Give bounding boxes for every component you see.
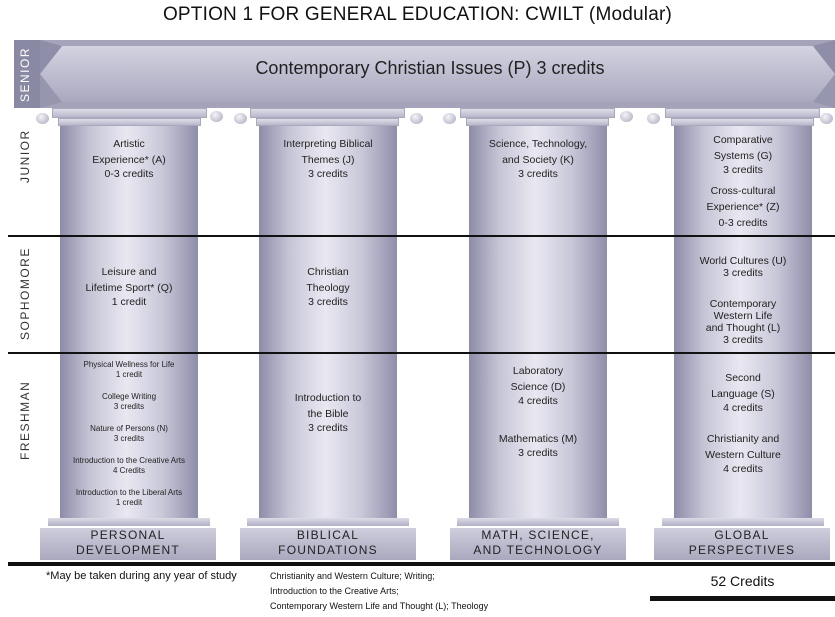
base-plinth bbox=[247, 518, 409, 526]
year-label-junior: JUNIOR bbox=[18, 129, 32, 183]
year-label-freshman: FRESHMAN bbox=[18, 380, 32, 460]
entablature bbox=[40, 40, 835, 108]
column-shaft-personal bbox=[60, 126, 198, 518]
capital-3 bbox=[460, 108, 615, 118]
base-personal-development: PERSONAL DEVELOPMENT bbox=[40, 528, 216, 560]
course-comparative-systems: Comparative Systems (G) 3 credits bbox=[713, 134, 773, 176]
total-credits-underline bbox=[650, 596, 835, 601]
course-leisure-lifetime-sport: Leisure and Lifetime Sport* (Q) 1 credit bbox=[85, 266, 173, 308]
freshman-personal-courses: Physical Wellness for Life 1 credit Coll… bbox=[72, 360, 186, 507]
footnote: *May be taken during any year of study bbox=[46, 570, 237, 582]
year-divider bbox=[8, 235, 835, 237]
column-shaft-global bbox=[674, 126, 812, 518]
bead-decoration bbox=[36, 113, 49, 124]
bead-decoration bbox=[620, 111, 633, 122]
course-contemporary-western-life: Contemporary Western Life and Thought (L… bbox=[705, 298, 781, 346]
senior-label-box bbox=[14, 40, 40, 108]
base-math-science-technology: MATH, SCIENCE, AND TECHNOLOGY bbox=[450, 528, 626, 560]
course-interpreting-biblical-themes: Interpreting Biblical Themes (J) 3 credi… bbox=[283, 138, 373, 180]
capital-1 bbox=[52, 108, 207, 118]
base-plinth bbox=[662, 518, 824, 526]
course-cross-cultural-experience: Cross-cultural Experience* (Z) 0-3 credi… bbox=[706, 185, 780, 229]
base-plinth bbox=[457, 518, 619, 526]
capital-4b bbox=[671, 118, 814, 126]
bead-decoration bbox=[234, 113, 247, 124]
footnote-list: Christianity and Western Culture; Writin… bbox=[270, 571, 489, 611]
capital-2 bbox=[250, 108, 405, 118]
capital-2b bbox=[256, 118, 399, 126]
base-biblical-foundations: BIBLICAL FOUNDATIONS bbox=[240, 528, 416, 560]
capital-3b bbox=[466, 118, 609, 126]
course-artistic-experience: Artistic Experience* (A) 0-3 credits bbox=[92, 138, 166, 180]
base-plinth bbox=[48, 518, 210, 526]
base-global-perspectives: GLOBAL PERSPECTIVES bbox=[654, 528, 830, 560]
bead-decoration bbox=[443, 113, 456, 124]
column-shaft-math bbox=[469, 126, 607, 518]
year-divider bbox=[8, 352, 835, 354]
diagram-title: OPTION 1 FOR GENERAL EDUCATION: CWILT (M… bbox=[162, 4, 673, 25]
total-credits: 52 Credits bbox=[710, 573, 775, 589]
course-science-technology-society: Science, Technology, and Society (K) 3 c… bbox=[488, 138, 588, 180]
bead-decoration bbox=[210, 111, 223, 122]
bead-decoration bbox=[820, 113, 833, 124]
bead-decoration bbox=[647, 113, 660, 124]
year-label-sophomore: SOPHOMORE bbox=[18, 247, 32, 341]
year-label-senior: SENIOR bbox=[18, 46, 32, 102]
capital-4 bbox=[665, 108, 820, 118]
course-christianity-western-culture: Christianity and Western Culture 4 credi… bbox=[705, 433, 781, 475]
column-shaft-biblical bbox=[259, 126, 397, 518]
capital-1b bbox=[58, 118, 201, 126]
course-introduction-to-the-bible: Introduction to the Bible 3 credits bbox=[294, 392, 362, 434]
course-mathematics: Mathematics (M) 3 credits bbox=[498, 433, 578, 459]
capstone-course: Contemporary Christian Issues (P) 3 cred… bbox=[255, 58, 605, 78]
course-laboratory-science: Laboratory Science (D) 4 credits bbox=[510, 365, 566, 407]
course-world-cultures: World Cultures (U) 3 credits bbox=[699, 255, 787, 279]
course-second-language: Second Language (S) 4 credits bbox=[711, 372, 775, 414]
ground-line bbox=[8, 562, 835, 566]
course-christian-theology: Christian Theology 3 credits bbox=[306, 266, 350, 308]
bead-decoration bbox=[410, 113, 423, 124]
